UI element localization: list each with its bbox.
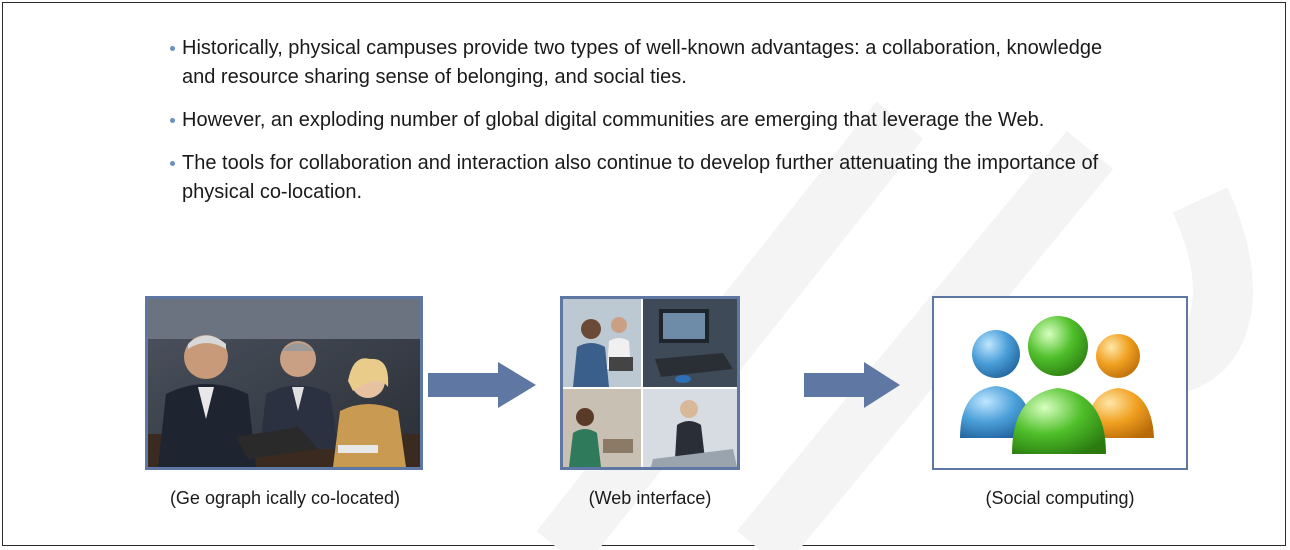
arrow-right-icon	[804, 362, 900, 408]
bullet-item: Historically, physical campuses provide …	[170, 34, 1130, 92]
meeting-photo	[145, 296, 423, 470]
caption-geographically-co-located: (Ge ograph ically co-located)	[169, 488, 401, 508]
arrow-right-icon	[428, 362, 536, 408]
bullet-dot-icon	[170, 46, 175, 51]
bullet-item: The tools for collaboration and interact…	[170, 149, 1130, 207]
caption-social-computing: (Social computing)	[985, 488, 1135, 508]
bullet-text: The tools for collaboration and interact…	[182, 152, 1099, 203]
social-computing-panel	[932, 296, 1188, 470]
caption-web-interface: (Web interface)	[588, 488, 712, 508]
people-group-icon	[960, 316, 1154, 454]
bullet-list: Historically, physical campuses provide …	[170, 34, 1130, 221]
bullet-item: However, an exploding number of global d…	[170, 106, 1130, 135]
web-interface-image	[563, 299, 737, 467]
bullet-dot-icon	[170, 161, 175, 166]
web-interface-photo	[560, 296, 740, 470]
bullet-dot-icon	[170, 118, 175, 123]
bullet-text: Historically, physical campuses provide …	[182, 37, 1103, 88]
meeting-photo-image	[148, 299, 420, 467]
bullet-text: However, an exploding number of global d…	[182, 109, 1045, 131]
